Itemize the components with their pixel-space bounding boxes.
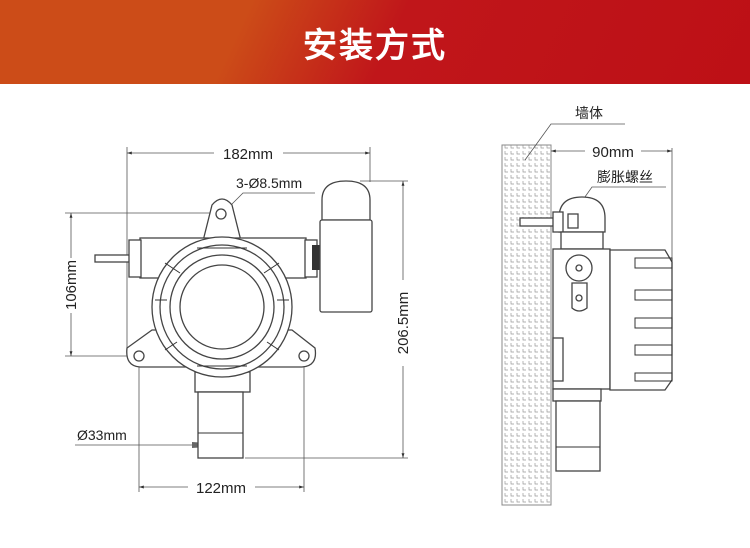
total-height-label: 206.5mm xyxy=(395,292,412,355)
depth-label: 90mm xyxy=(592,144,634,161)
side-view: 墙体 90mm 膨胀螺丝 xyxy=(501,105,673,506)
hole-spacing-label: 122mm xyxy=(196,480,246,497)
wall-callout: 墙体 xyxy=(524,105,625,161)
width-label: 182mm xyxy=(223,146,273,163)
width-dimension: 182mm xyxy=(126,146,370,163)
hole-spacing-dimension: 122mm xyxy=(138,480,304,497)
bolt-label: 膨胀螺丝 xyxy=(597,169,653,185)
wall xyxy=(501,144,552,506)
sensor-diameter-label: Ø33mm xyxy=(77,427,127,443)
upper-height-dimension: 106mm xyxy=(63,212,80,356)
front-view: 182mm 3-Ø8.5mm 106mm 206.5mm 122mm Ø33mm xyxy=(63,146,412,497)
detector-front-drawing xyxy=(94,180,373,459)
page-title: 安装方式 xyxy=(303,25,447,66)
installation-diagram: 182mm 3-Ø8.5mm 106mm 206.5mm 122mm Ø33mm xyxy=(63,105,673,506)
header-banner: 安装方式 xyxy=(0,0,750,84)
hole-label: 3-Ø8.5mm xyxy=(236,175,302,191)
hole-dimension: 3-Ø8.5mm xyxy=(225,175,315,211)
upper-height-label: 106mm xyxy=(63,260,80,310)
wall-label: 墙体 xyxy=(575,105,603,121)
detector-side-drawing xyxy=(519,196,673,472)
total-height-dimension: 206.5mm xyxy=(395,180,412,458)
depth-dimension: 90mm xyxy=(551,144,673,265)
